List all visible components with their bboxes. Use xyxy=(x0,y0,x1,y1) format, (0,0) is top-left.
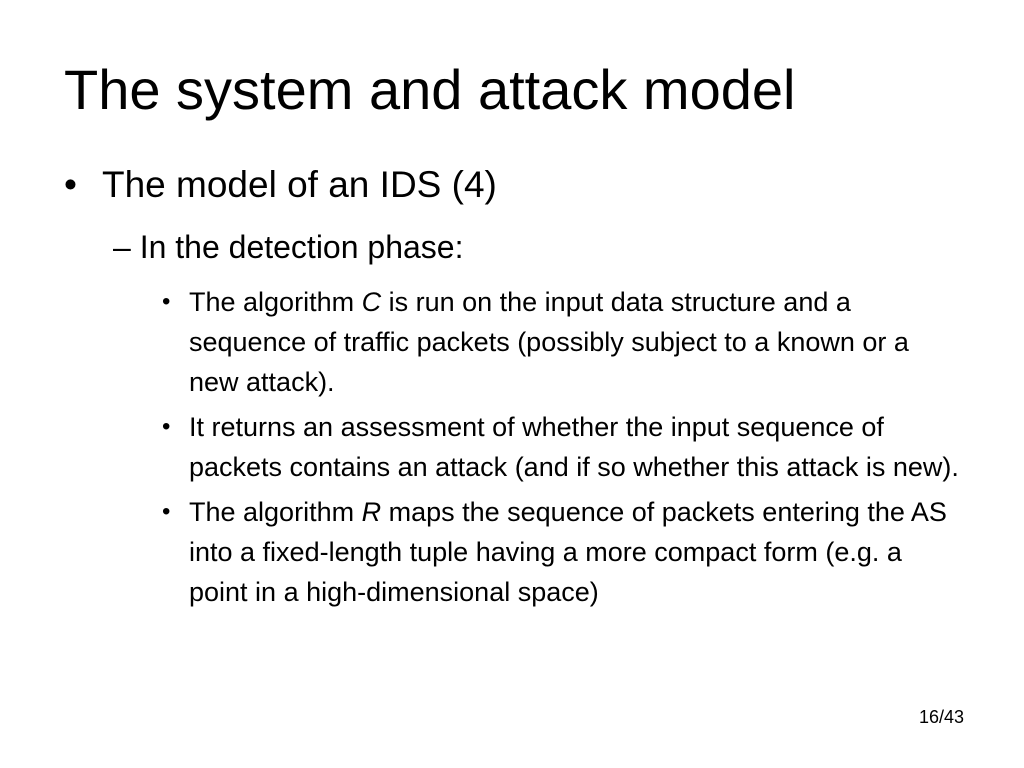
page-number: 16/43 xyxy=(918,707,964,727)
bullet-level3-item: • It returns an assessment of whether th… xyxy=(162,407,962,487)
bullet-level1: • The model of an IDS (4) xyxy=(64,163,497,207)
bullet-text-italic: C xyxy=(361,287,382,317)
bullet-marker: • xyxy=(64,164,77,205)
bullet-level1-text: The model of an IDS (4) xyxy=(102,164,497,205)
bullet-text-before: It returns an assessment of whether the … xyxy=(189,412,959,482)
bullet-text-before: The algorithm xyxy=(189,287,362,317)
bullet-level3-item: • The algorithm C is run on the input da… xyxy=(162,282,962,402)
bullet-text-after: is run on the input data structure and a… xyxy=(189,287,909,397)
bullet-marker: • xyxy=(162,498,171,525)
bullet-text-after: maps the sequence of packets entering th… xyxy=(189,497,947,607)
bullet-level2: – In the detection phase: xyxy=(113,229,464,265)
bullet-level3-list: • The algorithm C is run on the input da… xyxy=(162,282,962,617)
bullet-marker: • xyxy=(162,413,171,440)
bullet-text-italic: R xyxy=(361,497,382,527)
slide-title: The system and attack model xyxy=(64,58,796,121)
bullet-marker: • xyxy=(162,288,171,315)
bullet-level3-item: • The algorithm R maps the sequence of p… xyxy=(162,492,962,612)
bullet-text-before: The algorithm xyxy=(189,497,362,527)
